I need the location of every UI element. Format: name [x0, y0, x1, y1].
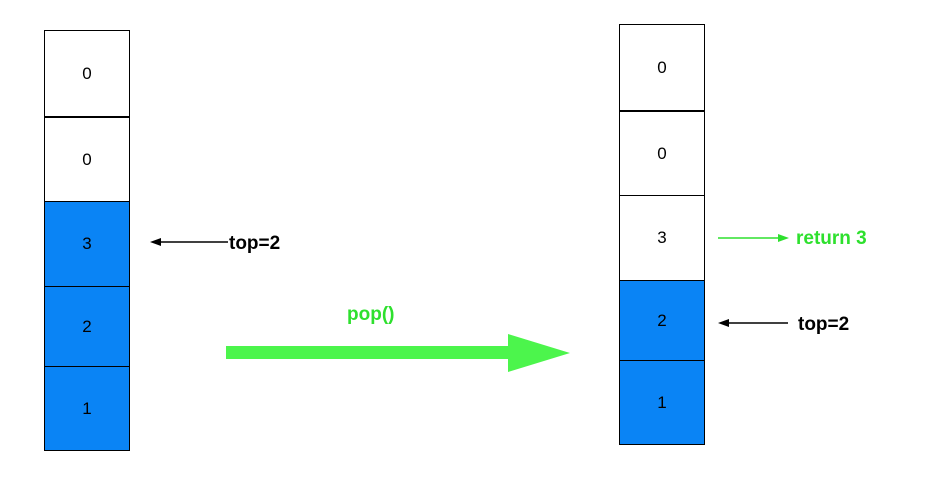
right-cell-1: 0 [620, 110, 704, 195]
right-cell-0: 0 [620, 25, 704, 110]
right-cell-2: 3 [620, 195, 704, 280]
right-pointer-arrow [718, 319, 788, 327]
left-cell-0: 0 [45, 31, 129, 116]
left-cell-1: 0 [45, 116, 129, 201]
left-pointer-label: top=2 [229, 233, 281, 254]
return-arrow [718, 234, 789, 242]
right-pointer-label: top=2 [798, 314, 850, 335]
left-pointer-arrow [150, 238, 228, 246]
left-cell-2: 3 [45, 201, 129, 286]
return-label: return 3 [796, 228, 867, 249]
right-stack: 0 0 3 2 1 [619, 24, 705, 445]
right-cell-3: 2 [620, 280, 704, 360]
left-cell-4: 1 [45, 366, 129, 450]
right-cell-4: 1 [620, 360, 704, 444]
pop-arrow [226, 334, 570, 372]
pop-label: pop() [347, 304, 395, 325]
left-stack: 0 0 3 2 1 [44, 30, 130, 451]
left-cell-3: 2 [45, 286, 129, 366]
